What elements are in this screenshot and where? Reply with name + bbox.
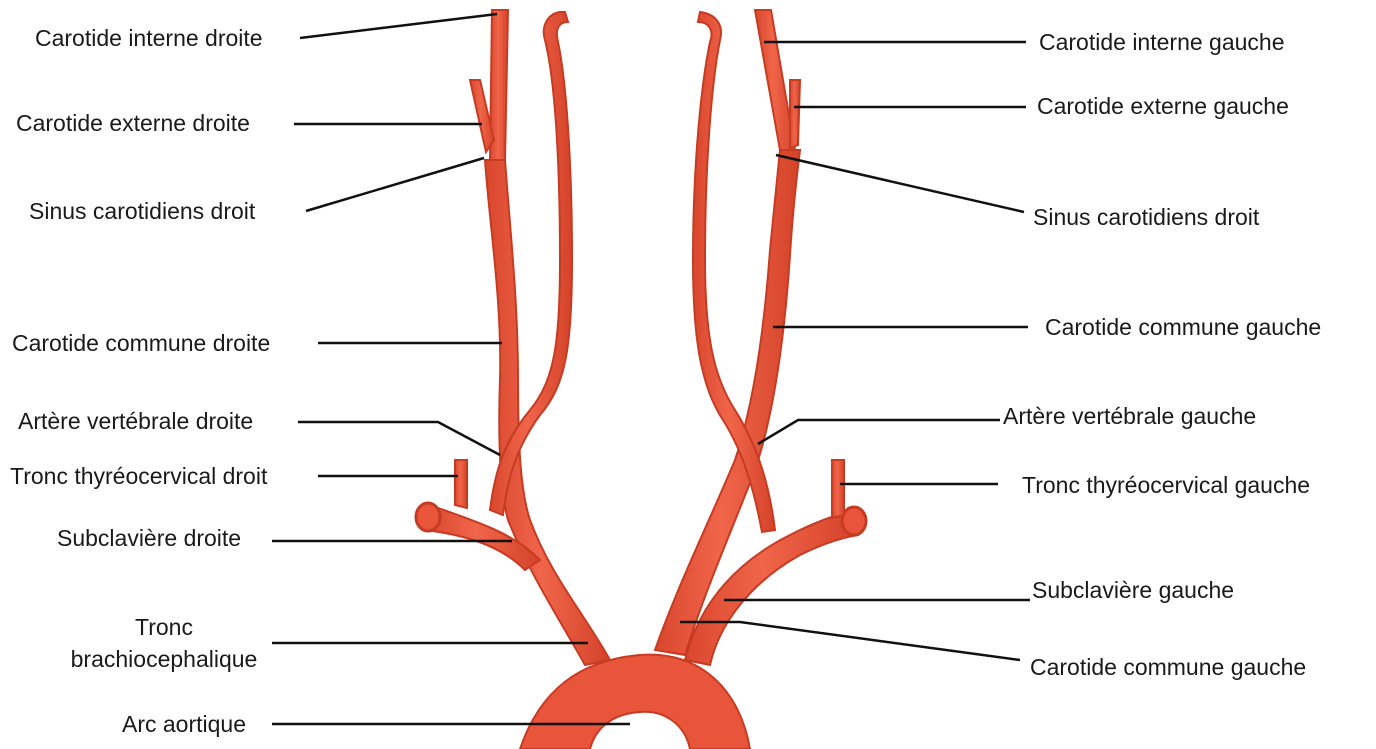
leader-carotide-commune-bas — [680, 622, 1020, 660]
label-carotide-interne-droite: Carotide interne droite — [35, 24, 263, 52]
leader-sinus-gauche — [776, 155, 1024, 212]
left-vertebral — [693, 12, 775, 532]
label-carotide-commune-gauche: Carotide commune gauche — [1045, 313, 1321, 341]
left-subclavian-end — [842, 507, 866, 535]
label-subclaviere-gauche: Subclavière gauche — [1032, 576, 1234, 604]
label-arc-aortique: Arc aortique — [122, 710, 246, 738]
right-subclavian-end — [416, 503, 440, 531]
label-subclaviere-droite: Subclavière droite — [57, 524, 241, 552]
label-artere-vertebrale-droite: Artère vertébrale droite — [18, 407, 253, 435]
left-external-carotid — [790, 80, 800, 148]
label-artere-vertebrale-gauche: Artère vertébrale gauche — [1003, 402, 1256, 430]
leader-vertebrale-droite — [298, 422, 500, 455]
leader-lines-right — [680, 42, 1030, 660]
label-tronc-thyreocervical-gauche: Tronc thyréocervical gauche — [1022, 471, 1310, 499]
label-carotide-commune-droite: Carotide commune droite — [12, 329, 270, 357]
label-carotide-externe-droite: Carotide externe droite — [16, 109, 250, 137]
leader-vertebrale-gauche — [758, 420, 1000, 444]
left-thyrocervical-trunk — [832, 460, 844, 518]
label-carotide-externe-gauche: Carotide externe gauche — [1037, 92, 1289, 120]
label-tronc-brachiocephalique-line1: Tronc — [60, 613, 268, 641]
right-thyrocervical-trunk — [455, 460, 467, 508]
label-sinus-carotidiens-droit-right: Sinus carotidiens droit — [1033, 203, 1259, 231]
leader-carotide-interne-droite — [300, 14, 497, 38]
brachiocephalic-trunk — [485, 160, 610, 665]
label-carotide-commune-gauche-bas: Carotide commune gauche — [1030, 653, 1306, 681]
label-carotide-interne-gauche: Carotide interne gauche — [1039, 28, 1285, 56]
aortic-arch — [520, 655, 750, 749]
label-tronc-thyreocervical-droit: Tronc thyréocervical droit — [10, 462, 267, 490]
leader-sinus-droit — [306, 158, 484, 211]
label-tronc-brachiocephalique-line2: brachiocephalique — [60, 645, 268, 673]
label-sinus-carotidiens-droit-left: Sinus carotidiens droit — [29, 197, 255, 225]
